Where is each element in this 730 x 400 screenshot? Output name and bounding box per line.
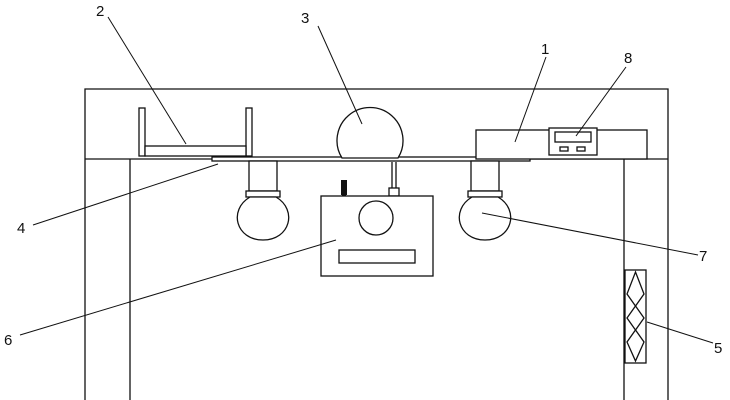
- label-6: 6: [4, 332, 12, 349]
- lamp-right: [458, 160, 512, 241]
- label-8: 8: [624, 50, 632, 67]
- bracket: [138, 107, 253, 157]
- label-2: 2: [96, 3, 104, 20]
- label-1: 1: [541, 41, 549, 58]
- lamp-left: [236, 160, 290, 241]
- control-box: [475, 127, 648, 160]
- label-7: 7: [699, 248, 707, 265]
- label-4: 4: [17, 220, 25, 237]
- label-3: 3: [301, 10, 309, 27]
- label-5: 5: [714, 340, 722, 357]
- hanging-unit: [320, 162, 434, 277]
- leader-lines: [19, 16, 714, 344]
- sphere-device: [336, 106, 404, 159]
- fan-vent: [624, 269, 647, 364]
- part-labels: 2 3 1 8 4 7 6 5: [4, 3, 722, 357]
